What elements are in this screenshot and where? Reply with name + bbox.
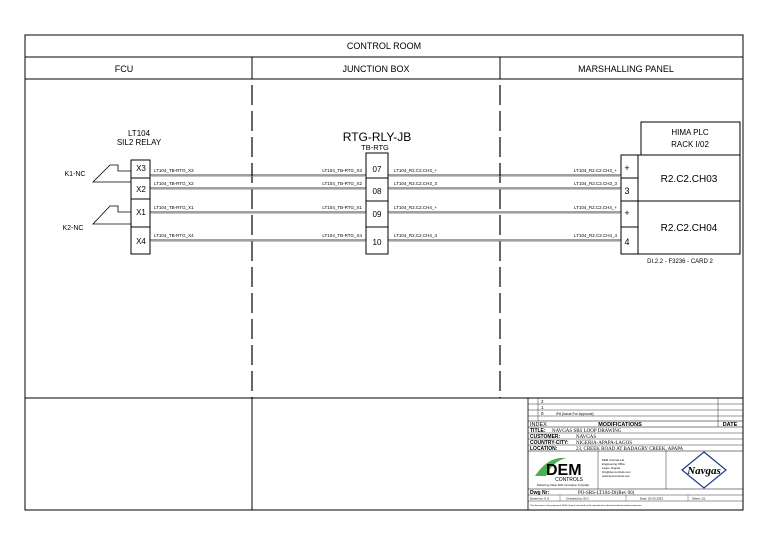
- plc-terminal-ch3-3: 3: [624, 186, 629, 196]
- column-header-fcu: FCU: [115, 64, 134, 74]
- checked-by: Checked by: B.O: [566, 497, 589, 501]
- relay-terminal-x3: X3: [136, 164, 146, 173]
- navgas-logo-diamond-icon: [681, 451, 727, 489]
- wire-label-jb-out-x2-08: LT104_R2.C2.CH3_3: [394, 181, 437, 186]
- country-label: COUNTRY-CITY:: [530, 440, 569, 446]
- location-label: LOCATION:: [530, 446, 558, 452]
- wire-label-mp-side-x1-09: LT104_R2.C2.CH4_+: [574, 205, 617, 210]
- wire-label-jb-out-x3-07: LT104_R2.C2.CH3_+: [394, 168, 437, 173]
- dwg-label: Dwg Nr:: [530, 490, 550, 496]
- contact-k1-nc-symbol: [92, 164, 131, 183]
- relay-name: LT104: [128, 129, 151, 138]
- location-value: 23, CREEK ROAD AT BADAGRY CREEK, APAPA: [576, 447, 684, 452]
- wire-label-mp-side-x3-07: LT104_R2.C2.CH3_+: [574, 168, 617, 173]
- dem-logo-tagline: Delivering Value With Innovation & Quali…: [537, 483, 590, 487]
- relay-terminal-block: X3 X2 X1 X4: [130, 159, 151, 255]
- contact-k1-label: K1-NC: [64, 171, 85, 178]
- plc-terminal-ch3-plus: +: [624, 163, 629, 173]
- wire-label-jb-out-x1-09: LT104_R2.C2.CH4_+: [394, 205, 437, 210]
- modifications-label: MODIFICATIONS: [598, 422, 642, 428]
- jb-terminal-block: 07 08 09 10: [365, 152, 389, 255]
- company-line-3: Lagos, Nigeria: [602, 466, 620, 470]
- jb-terminal-10: 10: [373, 238, 382, 247]
- navgas-logo: Navgas: [681, 451, 727, 489]
- company-line-5: www.demcontrols.com: [602, 474, 631, 478]
- relay-type: SIL2 RELAY: [117, 138, 162, 147]
- plc-channel-ch04: R2.C2.CH04: [661, 223, 718, 234]
- company-line-2: Engineering Office: [602, 462, 625, 466]
- dem-logo-text: DEM: [546, 462, 582, 479]
- relay-terminal-x1: X1: [136, 208, 146, 217]
- navgas-logo-text: Navgas: [686, 465, 721, 477]
- dwg-value: PO-SRS-LT104-DI(Rev 00): [578, 491, 635, 496]
- wire-label-fcu-side-x2-08: LT104_TB-RTG_X2: [154, 181, 194, 186]
- footer-note: This document is the property of DEM Con…: [530, 504, 642, 507]
- rev-0-desc: IFA (Issue For Approval): [556, 412, 594, 416]
- wire-label-jb-in-x1-09: LT104_TB-RTG_X1: [322, 205, 362, 210]
- plc-terminal-ch4-plus: +: [624, 208, 629, 218]
- dem-logo-leaf-icon: [535, 457, 566, 476]
- column-header-junction-box: JUNCTION BOX: [342, 64, 409, 74]
- relay-terminal-x2: X2: [136, 185, 146, 194]
- wire-label-mp-side-x2-08: LT104_R2.C2.CH3_3: [574, 181, 617, 186]
- page-title: CONTROL ROOM: [347, 41, 421, 51]
- plc-rack: RACK I/02: [671, 140, 709, 149]
- jb-terminal-09: 09: [373, 210, 382, 219]
- plc-channel-ch03: R2.C2.CH03: [661, 174, 718, 185]
- wire-label-jb-out-x4-10: LT104_R2.C2.CH4_4: [394, 233, 437, 238]
- title-value: NAVGAS SRS LOOP DRAWING: [552, 429, 622, 434]
- contact-k2-label: K2-NC: [62, 225, 83, 232]
- title-block: 2 1 0 IFA (Issue For Approval) INDEX MOD…: [527, 397, 744, 511]
- dem-logo: DEM CONTROLS Delivering Value With Innov…: [535, 457, 590, 487]
- junction-box-name: RTG-RLY-JB: [343, 130, 411, 144]
- date-value: Date: 20.03.2023: [640, 497, 663, 501]
- date-label: DATE: [723, 422, 738, 428]
- wire-label-jb-in-x2-08: LT104_TB-RTG_X2: [322, 181, 362, 186]
- index-label: INDEX: [530, 422, 547, 428]
- wire-label-fcu-side-x4-10: LT104_TB-RTG_X4: [154, 233, 194, 238]
- plc-title: HIMA PLC: [671, 128, 709, 137]
- column-header-marshalling-panel: MARSHALLING PANEL: [578, 64, 674, 74]
- drawing-frame: [24, 34, 744, 511]
- wire-label-fcu-side-x3-07: LT104_TB-RTG_X3: [154, 168, 194, 173]
- wire-label-mp-side-x4-10: LT104_R2.C2.CH4_4: [574, 233, 617, 238]
- contact-k2-nc-symbol: [92, 205, 131, 225]
- terminal-strip-name: TB-RTG: [361, 143, 389, 152]
- drawn-by: Drawn by: A.S: [530, 497, 549, 501]
- customer-value: NAVGAS: [576, 435, 596, 440]
- wire-label-fcu-side-x1-09: LT104_TB-RTG_X1: [154, 205, 194, 210]
- relay-terminal-x4: X4: [136, 237, 146, 246]
- company-line-4: info@demcontrols.com: [602, 470, 631, 474]
- jb-terminal-08: 08: [373, 187, 382, 196]
- wire-label-jb-in-x4-10: LT104_TB-RTG_X4: [322, 233, 362, 238]
- dem-logo-sub: CONTROLS: [555, 477, 583, 483]
- jb-terminal-07: 07: [373, 165, 382, 174]
- title-label: TITLE:: [530, 428, 546, 434]
- rev-2: 2: [541, 399, 544, 404]
- plc-header-box: HIMA PLC RACK I/02: [640, 121, 741, 156]
- sheet-value: Sheet: 1/1: [692, 497, 706, 501]
- rev-1: 1: [541, 405, 544, 410]
- plc-card-label: DI.2.2 - F3236 - CARD 2: [647, 259, 713, 265]
- plc-channel-block: + 3 + 4 R2.C2.CH03 R2.C2.CH04: [620, 154, 741, 255]
- wire-label-jb-in-x3-07: LT104_TB-RTG_X3: [322, 168, 362, 173]
- country-value: NIGERIA-APAPA-LAGOS: [576, 441, 632, 446]
- company-line-1: DEM Controls Ltd: [602, 458, 625, 462]
- customer-label: CUSTOMER:: [530, 434, 561, 440]
- rev-0: 0: [541, 411, 544, 416]
- plc-terminal-ch4-4: 4: [624, 237, 629, 247]
